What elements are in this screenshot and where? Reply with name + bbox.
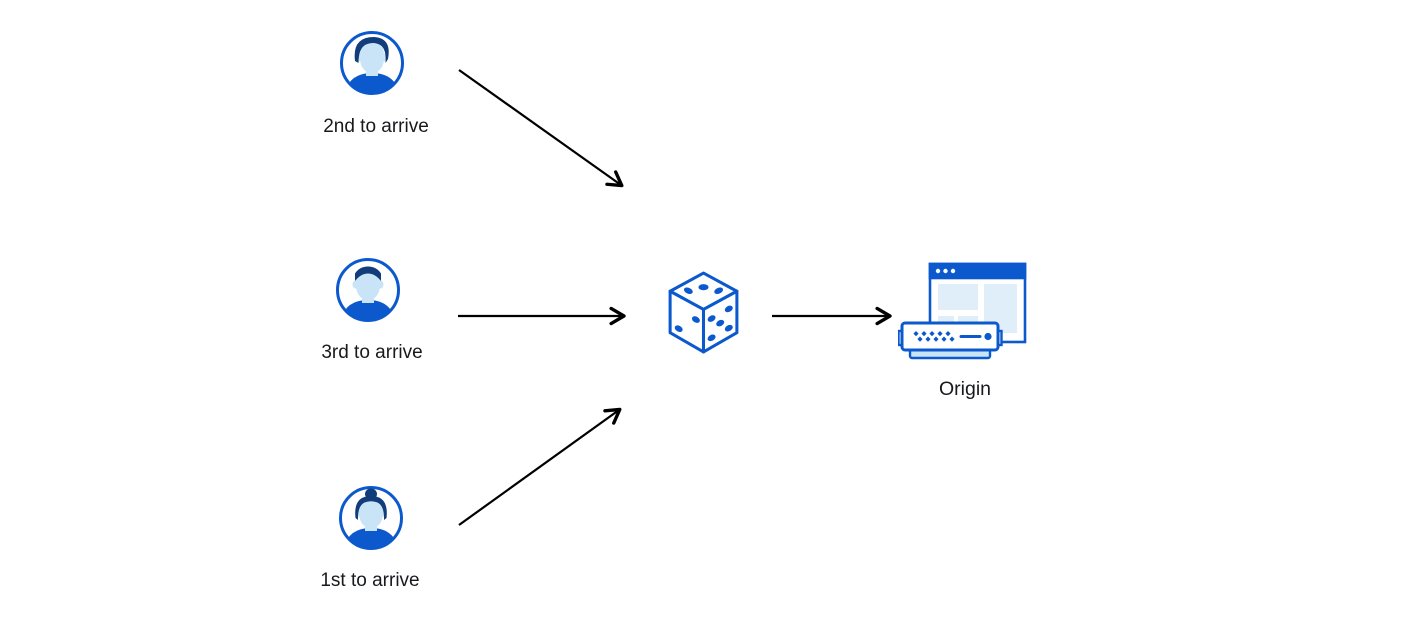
client-2nd-label: 2nd to arrive — [323, 116, 429, 137]
man-side-swept-hair-avatar-icon — [340, 31, 404, 95]
origin-label: Origin — [938, 378, 992, 400]
man-short-hair-avatar-icon — [336, 258, 400, 322]
origin-server-browser-icon — [898, 262, 1027, 360]
dice-icon — [668, 271, 739, 354]
arrow-client2nd-to-dice — [458, 69, 624, 188]
woman-bun-hair-avatar-icon — [339, 486, 403, 550]
client-3rd-label: 3rd to arrive — [321, 342, 423, 363]
arrow-client1st-to-dice — [458, 407, 622, 526]
client-1st-label: 1st to arrive — [320, 570, 420, 591]
